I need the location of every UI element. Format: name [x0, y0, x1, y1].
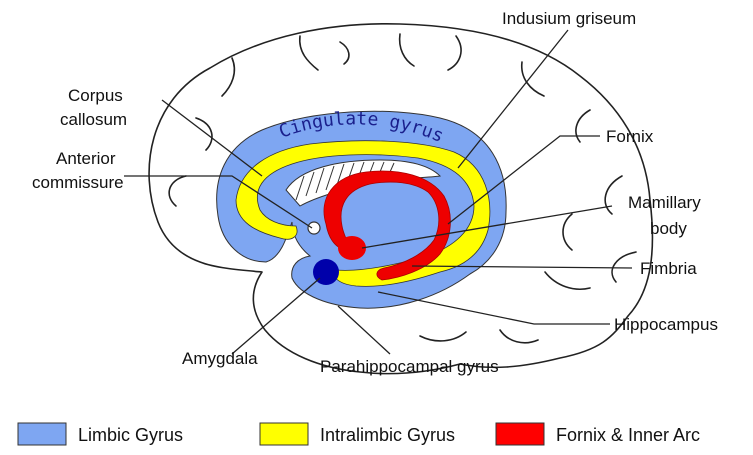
leader-amygdala	[232, 278, 320, 354]
sulcus-line	[612, 252, 636, 282]
label-amygdala: Amygdala	[182, 349, 258, 368]
sulcus-line	[522, 62, 544, 96]
label-fornix: Fornix	[606, 127, 654, 146]
label-corpus-callosum-1: Corpus	[68, 86, 123, 105]
sulcus-line	[300, 36, 318, 70]
leader-parahippocampal	[338, 306, 390, 354]
sulcus-line	[400, 34, 414, 66]
mamillary-body	[338, 236, 366, 260]
sulcus-line	[420, 332, 466, 341]
legend: Limbic Gyrus Intralimbic Gyrus Fornix & …	[18, 423, 700, 445]
sulcus-line	[500, 330, 538, 343]
label-hippocampus: Hippocampus	[614, 315, 718, 334]
sulcus-line	[545, 272, 590, 289]
leader-indusium-griseum	[458, 30, 568, 168]
label-anterior-commissure-1: Anterior	[56, 149, 116, 168]
legend-label-fornix: Fornix & Inner Arc	[556, 425, 700, 445]
label-anterior-commissure-2: commissure	[32, 173, 124, 192]
label-mamillary-body-1: Mamillary	[628, 193, 701, 212]
label-indusium-griseum: Indusium griseum	[502, 9, 636, 28]
sulcus-line	[448, 36, 461, 70]
legend-swatch-intralimbic	[260, 423, 308, 445]
legend-swatch-fornix	[496, 423, 544, 445]
sulcus-line	[605, 176, 622, 214]
legend-label-intralimbic: Intralimbic Gyrus	[320, 425, 455, 445]
legend-label-limbic: Limbic Gyrus	[78, 425, 183, 445]
sulcus-line	[576, 110, 590, 142]
anterior-commissure	[308, 222, 320, 234]
label-mamillary-body-2: body	[650, 219, 687, 238]
legend-swatch-limbic	[18, 423, 66, 445]
sulcus-line	[196, 118, 212, 150]
label-fimbria: Fimbria	[640, 259, 697, 278]
label-corpus-callosum-2: callosum	[60, 110, 127, 129]
sulcus-line	[222, 58, 234, 96]
sulcus-line	[169, 176, 186, 206]
label-parahippocampal-gyrus: Parahippocampal gyrus	[320, 357, 499, 376]
sulcus-line	[563, 214, 572, 250]
sulcus-line	[340, 42, 349, 64]
